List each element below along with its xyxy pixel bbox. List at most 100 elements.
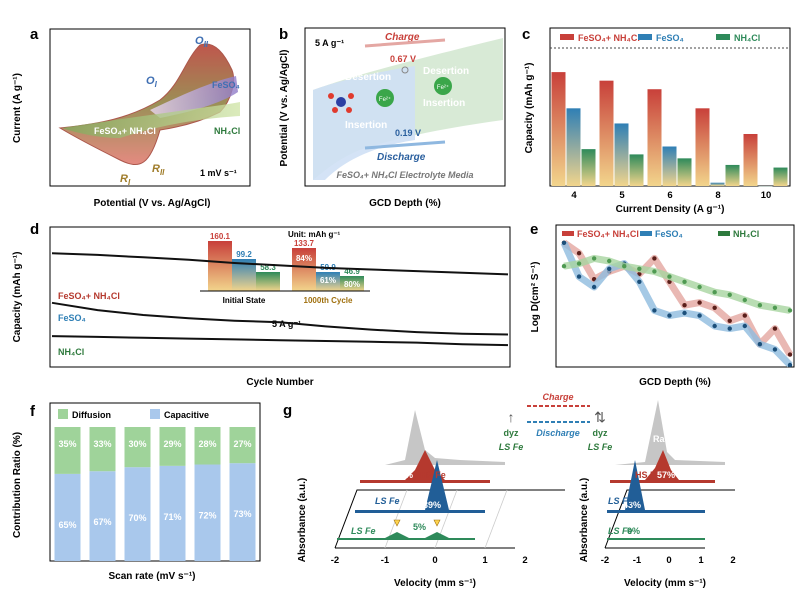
f-ylabel: Contribution Ratio (%) (12, 432, 23, 538)
diff-label: 29% (163, 439, 181, 449)
inset-val-6: 46.9 (344, 267, 360, 276)
diffusion-point (652, 269, 657, 274)
diffusion-point (727, 318, 732, 323)
g-left: HS Fe 56% 39% 5% LS Fe LS Fe Raw Data Ab… (297, 410, 565, 589)
e-legend-label: NH₄Cl (733, 229, 759, 239)
diffusion-point (742, 323, 747, 329)
g-right-tick-3: 0 (666, 555, 671, 566)
inset-val-3: 58.3 (260, 263, 276, 272)
e-legend-swatch (562, 231, 574, 236)
inset-ret-1: 84% (296, 254, 312, 263)
diffusion-point (787, 308, 793, 313)
g-left-tick-1: -2 (331, 555, 339, 566)
arrow-up-icon: ↑ (508, 409, 515, 425)
panel-letter-e: e (530, 221, 539, 238)
cycling-chart: FeSO₄+ NH₄Cl FeSO₄ NH₄Cl 5 A g⁻¹ Unit: m… (12, 226, 511, 388)
panel-a: a (0, 0, 265, 215)
panel-f: f Contribution Ratio (%) Scan rate (mV s… (0, 395, 265, 591)
charge-v: 0.67 V (390, 54, 416, 64)
diff-label: 35% (58, 439, 76, 449)
inset-cycle: 1000th Cycle (304, 296, 353, 305)
e-legend-swatch (718, 231, 730, 236)
cap-label: 72% (198, 511, 216, 521)
bar-0-1 (599, 80, 614, 186)
f-legend-swatch-cap (150, 409, 160, 419)
desertion-2: Desertion (423, 66, 469, 77)
c-legend-label: FeSO₄+ NH₄Cl (578, 33, 640, 43)
diffusion-point (607, 258, 612, 264)
cap-label: 65% (58, 520, 76, 530)
diffusion-point (787, 362, 793, 368)
d-series-nh4cl: NH₄Cl (58, 347, 84, 357)
panel-letter-d: d (30, 221, 40, 238)
bar-0-2 (647, 89, 662, 186)
bar-1-2 (662, 146, 677, 186)
g-right: HS Fe 57% 43% 0% LS Fe LS Fe Raw Data Ab… (579, 400, 736, 589)
diffusion-point (757, 342, 763, 347)
c-xtick: 10 (761, 190, 772, 201)
diffusion-point (591, 256, 597, 261)
g-left-tick-5: 2 (522, 555, 527, 566)
b-rate: 5 A g⁻¹ (315, 38, 344, 48)
d-xlabel: Cycle Number (246, 377, 313, 388)
a-xlabel: Potential (V vs. Ag/AgCl) (94, 198, 211, 209)
diffusion-bar (229, 427, 256, 464)
diffusion-point (667, 274, 672, 279)
diffusion-point (712, 290, 717, 295)
capacitive-bar (89, 471, 116, 561)
e-legend-label: FeSO₄+ NH₄Cl (577, 229, 639, 239)
c-legend-swatch (716, 34, 730, 40)
diffusion-point (772, 305, 778, 310)
diffusion-point (561, 264, 567, 269)
peak-ri: RI (120, 173, 131, 187)
bar-1-4 (758, 186, 773, 187)
panel-e: e Log D(cm² S⁻¹) GCD Depth (%) FeSO₄+ NH… (520, 215, 799, 390)
arrow-updown-icon: ⇅ (594, 409, 606, 425)
g-right-pct-lsii: 43% (623, 500, 641, 510)
f-legend-cap: Capacitive (164, 410, 209, 420)
contribution-chart: Contribution Ratio (%) Scan rate (mV s⁻¹… (12, 402, 261, 582)
g-ylabel-right: Absorbance (a.u.) (579, 478, 590, 562)
d-unit: Unit: mAh g⁻¹ (288, 230, 341, 239)
diffusion-point (727, 326, 732, 331)
diffusion-point (697, 284, 702, 290)
diffusion-point (561, 240, 567, 245)
c-xtick: 4 (571, 190, 577, 201)
panel-letter-b: b (279, 26, 289, 43)
a-ylabel: Current (A g⁻¹) (12, 73, 23, 143)
desertion-1: Desertion (345, 72, 391, 83)
charge-label: Charge (385, 32, 420, 43)
diff-label: 28% (198, 439, 216, 449)
panel-letter-c: c (522, 26, 531, 43)
g-lsiii-center: LS Fe (499, 442, 524, 452)
bar-0-0 (551, 72, 566, 186)
bar-1-3 (710, 182, 725, 186)
diffusion-point (742, 313, 747, 318)
fe-ion-1 (376, 89, 394, 107)
legend-nh4cl: NH₄Cl (214, 126, 240, 136)
cv-curve-plot: OII OI RI RII FeSO₄ FeSO₄+ NH₄Cl NH₄Cl 1… (12, 28, 251, 209)
diffusion-point (607, 266, 612, 271)
peak-oi: OI (146, 75, 158, 89)
d-ylabel: Capacity (mAh g⁻¹) (12, 252, 23, 343)
diffusion-point (727, 292, 732, 297)
fe-ion-2 (434, 77, 452, 95)
bar-0-4 (743, 133, 758, 186)
discharge-label: Discharge (377, 152, 426, 163)
panel-letter-g: g (283, 402, 293, 419)
diffusion-point (637, 266, 642, 271)
diffusion-point (757, 303, 763, 308)
diffusion-point (697, 313, 702, 318)
g-right-pct-hs: 57% (657, 470, 675, 480)
svg-text:Fe²⁺: Fe²⁺ (437, 84, 449, 91)
bar-1-1 (614, 123, 629, 186)
c-legend-label: FeSO₄ (656, 33, 684, 43)
inset-ret-3: 80% (344, 280, 360, 289)
g-lsii-label-right: LS Fe (608, 496, 633, 506)
cap-label: 67% (93, 517, 111, 527)
c-xlabel: Current Density (A g⁻¹) (616, 204, 725, 215)
bar-1-0 (566, 108, 581, 186)
diffusion-point (622, 264, 627, 269)
diffusion-chart: Log D(cm² S⁻¹) GCD Depth (%) FeSO₄+ NH₄C… (530, 224, 795, 388)
diffusion-line-2 (563, 254, 791, 314)
